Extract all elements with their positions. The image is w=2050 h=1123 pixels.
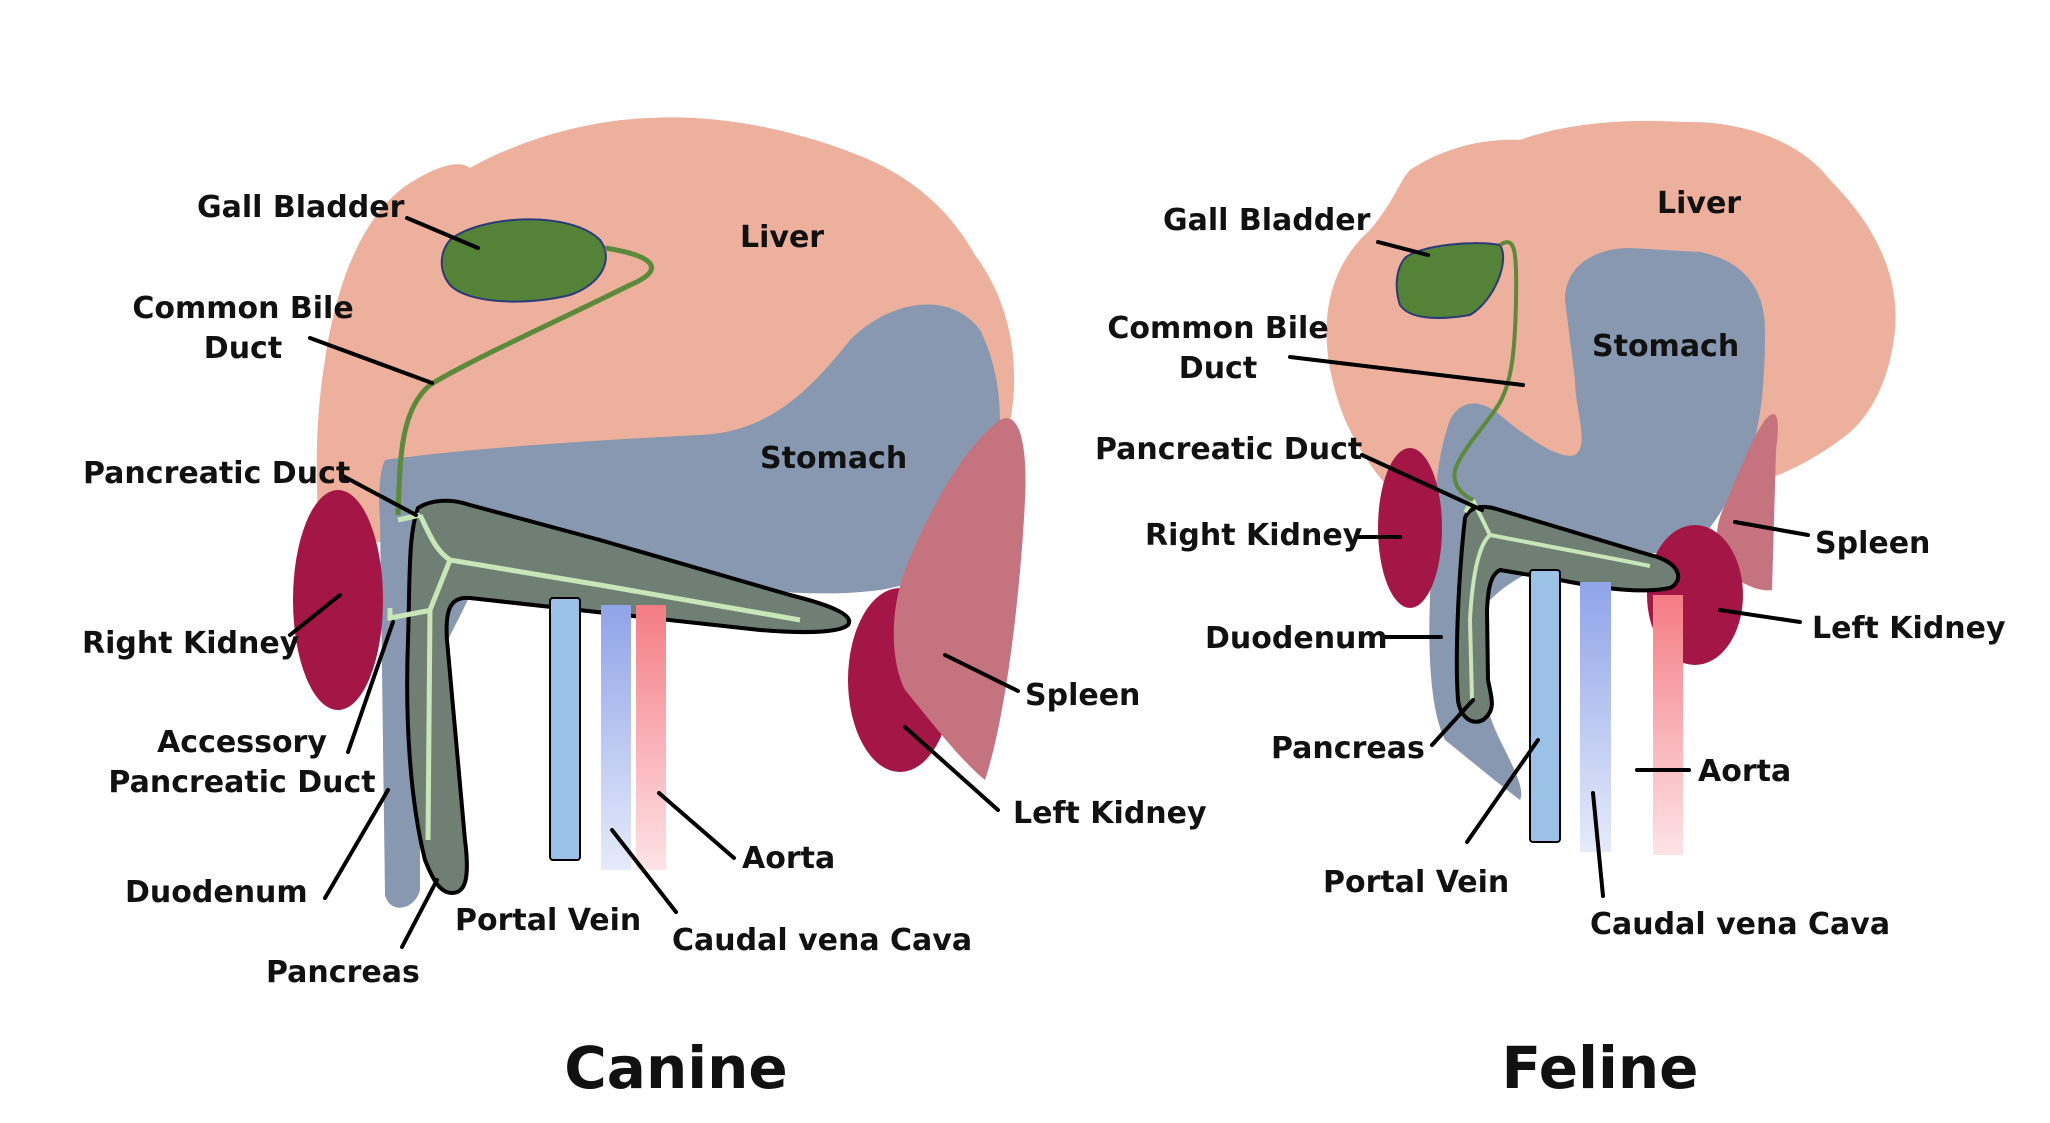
canine-label-right-kidney: Right Kidney [82, 626, 300, 661]
feline-pancreatic-duct-leader [1360, 453, 1484, 512]
canine-pancreatic-duct-line [387, 512, 801, 841]
canine-pancreas-leader [400, 878, 439, 949]
feline-portal-vein-leader [1465, 738, 1540, 844]
canine-label-caudal-vena-cava: Caudal vena Cava [672, 923, 972, 958]
canine-title: Canine [564, 1034, 788, 1102]
canine-gall-bladder-leader [405, 216, 480, 250]
feline-pancreas-leader [1430, 698, 1475, 747]
canine-spleen-leader [943, 653, 1020, 693]
canine-label-aorta: Aorta [742, 841, 835, 876]
feline-gall-bladder-shape [1395, 242, 1505, 319]
canine-duodenum-leader [323, 788, 390, 900]
feline-label-stomach: Stomach [1592, 329, 1739, 364]
feline-title: Feline [1502, 1034, 1699, 1102]
canine-label-gall-bladder: Gall Bladder [197, 190, 405, 225]
feline-spleen-leader [1733, 520, 1810, 537]
canine-common-bile-duct-line [395, 245, 654, 516]
canine-pancreatic-duct-leader [341, 474, 418, 517]
feline-label-duodenum: Duodenum [1205, 621, 1388, 656]
canine-label-spleen: Spleen [1025, 678, 1140, 713]
canine-label-left-kidney: Left Kidney [1013, 796, 1207, 831]
canine-left-kidney-leader [903, 725, 1000, 812]
feline-portal-vein-shape [1529, 569, 1561, 843]
feline-label-left-kidney: Left Kidney [1812, 611, 2006, 646]
feline-stomach-shape [1429, 248, 1765, 800]
feline-spleen-shape [1716, 414, 1778, 591]
canine-gall-bladder-shape [440, 218, 607, 303]
feline-right-kidney-shape [1378, 448, 1442, 608]
canine-common-bile-duct-leader [308, 336, 434, 385]
canine-accessory-pancreatic-duct-leader [346, 620, 395, 754]
canine-spleen-shape [893, 418, 1026, 780]
canine-label-accessory-pancreatic-duct-1: Accessory [157, 725, 327, 760]
canine-pancreas-shape [405, 498, 852, 896]
feline-label-aorta: Aorta [1698, 754, 1791, 789]
feline-label-portal-vein: Portal Vein [1323, 865, 1509, 900]
feline-caudal-vena-cava-leader [1591, 791, 1605, 898]
feline-common-bile-duct-leader [1288, 355, 1525, 387]
canine-label-pancreatic-duct: Pancreatic Duct [83, 456, 350, 491]
feline-aorta-shape [1653, 595, 1683, 855]
canine-label-portal-vein: Portal Vein [455, 903, 641, 938]
feline-left-kidney-leader [1718, 608, 1802, 624]
feline-label-common-bile-duct-2: Duct [1179, 351, 1257, 386]
canine-label-stomach: Stomach [760, 441, 907, 476]
canine-label-common-bile-duct-2: Duct [204, 331, 282, 366]
canine-aorta-leader [657, 791, 736, 860]
feline-label-pancreas: Pancreas [1271, 731, 1425, 766]
canine-label-liver: Liver [740, 220, 824, 255]
feline-label-pancreatic-duct: Pancreatic Duct [1095, 432, 1362, 467]
canine-caudal-vena-cava-shape [601, 605, 631, 870]
canine-stomach-shape [379, 304, 1000, 908]
feline-label-gall-bladder: Gall Bladder [1163, 203, 1371, 238]
feline-label-liver: Liver [1657, 186, 1741, 221]
feline-label-spleen: Spleen [1815, 526, 1930, 561]
canine-aorta-shape [636, 605, 666, 870]
canine-label-duodenum: Duodenum [125, 875, 308, 910]
feline-label-right-kidney: Right Kidney [1145, 518, 1363, 553]
feline-gall-bladder-leader [1376, 240, 1430, 257]
canine-caudal-vena-cava-leader [610, 828, 678, 914]
canine-diagram: Gall Bladder Liver Common Bile Duct Stom… [82, 117, 1207, 1102]
feline-label-caudal-vena-cava: Caudal vena Cava [1590, 907, 1890, 942]
canine-label-common-bile-duct-1: Common Bile [132, 291, 353, 326]
canine-label-accessory-pancreatic-duct-2: Pancreatic Duct [108, 765, 375, 800]
feline-label-common-bile-duct-1: Common Bile [1107, 311, 1328, 346]
canine-portal-vein-shape [549, 597, 581, 861]
canine-right-kidney-shape [293, 490, 383, 710]
canine-right-kidney-leader [288, 593, 342, 637]
feline-diagram: Gall Bladder Liver Common Bile Duct Stom… [1095, 120, 2006, 1102]
canine-label-pancreas: Pancreas [266, 955, 420, 990]
feline-common-bile-duct-line [1452, 240, 1519, 502]
